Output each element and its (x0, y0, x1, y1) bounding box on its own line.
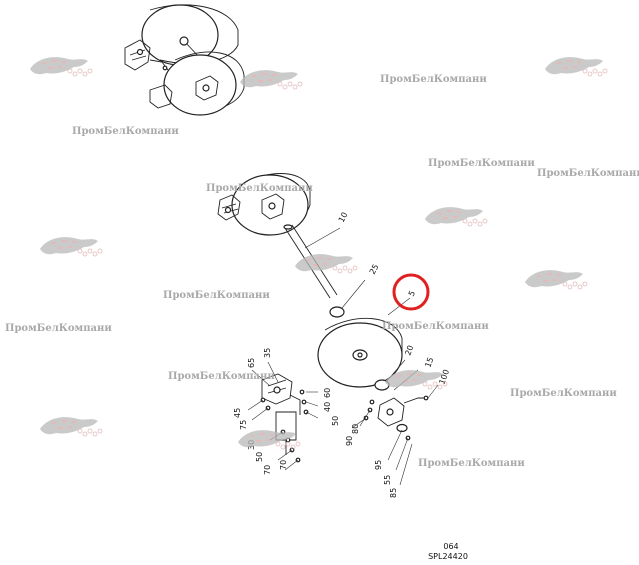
watermark-logo-icon (240, 70, 303, 90)
part-label: 45 (233, 408, 242, 418)
part-label: 90 (345, 436, 354, 446)
watermark-text: ПромБелКомпани (168, 371, 275, 382)
part-label: 70 (263, 465, 272, 475)
part-label: 15 (423, 356, 435, 369)
watermark-text: ПромБелКомпани (428, 158, 535, 169)
part-label: 10 (337, 211, 350, 224)
watermark-logos (30, 57, 608, 450)
drawing-ref-line1: 064 (443, 542, 458, 551)
part-numbers: 10 25 5 35 65 20 15 100 60 40 50 45 75 7… (233, 211, 451, 498)
watermark-logo-icon (40, 417, 103, 437)
watermark-logo-icon (545, 57, 608, 77)
watermark-logo-icon (525, 270, 588, 290)
watermark-text: ПромБелКомпани (72, 126, 179, 137)
watermark-logo-icon (30, 57, 93, 77)
lower-wheel (317, 317, 403, 391)
middle-wheel-assembly (217, 173, 345, 318)
part-label: 35 (263, 348, 272, 358)
part-label: 95 (374, 460, 383, 470)
part-label: 70 (279, 460, 288, 470)
part-label: 55 (383, 475, 392, 485)
watermark-text: ПромБелКомпани (418, 458, 525, 469)
part-label: 50 (331, 416, 340, 426)
watermark-text: ПромБелКомпани (206, 183, 313, 194)
part-label: 20 (403, 344, 415, 357)
part-label: 65 (247, 358, 256, 368)
part-label: 85 (389, 488, 398, 498)
watermark-logo-icon (425, 207, 488, 227)
top-wheel-assembly (124, 4, 245, 116)
watermark-texts: ПромБелКомпани ПромБелКомпани ПромБелКом… (5, 74, 639, 469)
part-label: 75 (239, 420, 248, 430)
drawing-reference: 064 SPL24420 (428, 542, 468, 561)
drawing-ref-line2: SPL24420 (428, 552, 468, 561)
part-label: 50 (255, 452, 264, 462)
part-label: 40 (323, 402, 332, 412)
part-label: 60 (323, 388, 332, 398)
watermark-text: ПромБелКомпани (380, 74, 487, 85)
part-label-highlighted[interactable]: 5 (407, 289, 417, 298)
right-bracket-group (363, 395, 429, 441)
watermark-logo-icon (385, 370, 448, 390)
watermark-logo-icon (295, 254, 358, 274)
watermark-text: ПромБелКомпани (382, 321, 489, 332)
part-label: 80 (351, 424, 360, 434)
watermark-text: ПромБелКомпани (510, 388, 617, 399)
watermark-text: ПромБелКомпани (5, 323, 112, 334)
watermark-text: ПромБелКомпани (163, 290, 270, 301)
part-label: 25 (368, 263, 381, 276)
highlight-circle[interactable] (392, 273, 430, 311)
watermark-logo-icon (40, 237, 103, 257)
watermark-text: ПромБелКомпани (537, 168, 639, 179)
watermark-logo-icon (238, 430, 301, 450)
